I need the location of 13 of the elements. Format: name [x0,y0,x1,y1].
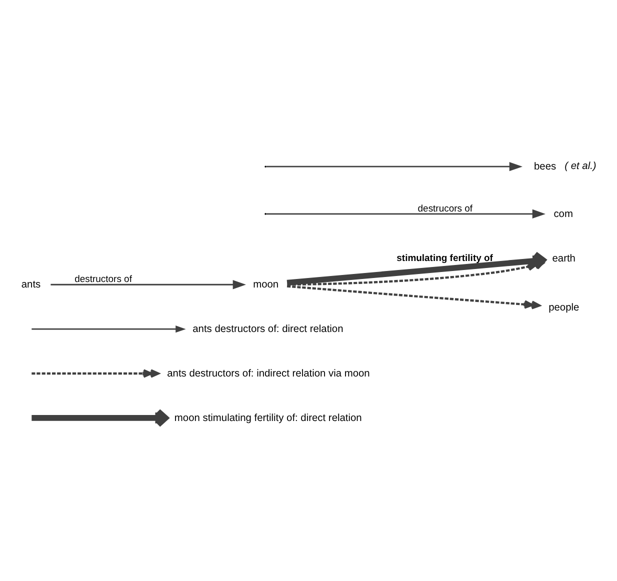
node-text: earth [552,252,576,264]
node-text: people [548,302,580,313]
legend-label: moon stimulating fertility of: direct relation [174,412,362,424]
edge-label: stimulating fertility of [396,252,493,264]
legend-label: ants destructors of: direct relation [192,324,344,335]
edge-label: destructors of [74,274,132,284]
node-text: com [554,208,573,220]
legend-label: ants destructors of: indirect relation via moon [167,368,370,380]
node-text: bees [534,161,556,172]
edge-label: destrucors of [418,202,473,214]
node-label: ( et al.) [564,160,596,172]
node-text: ants [21,279,41,290]
node-text: moon [253,279,279,290]
